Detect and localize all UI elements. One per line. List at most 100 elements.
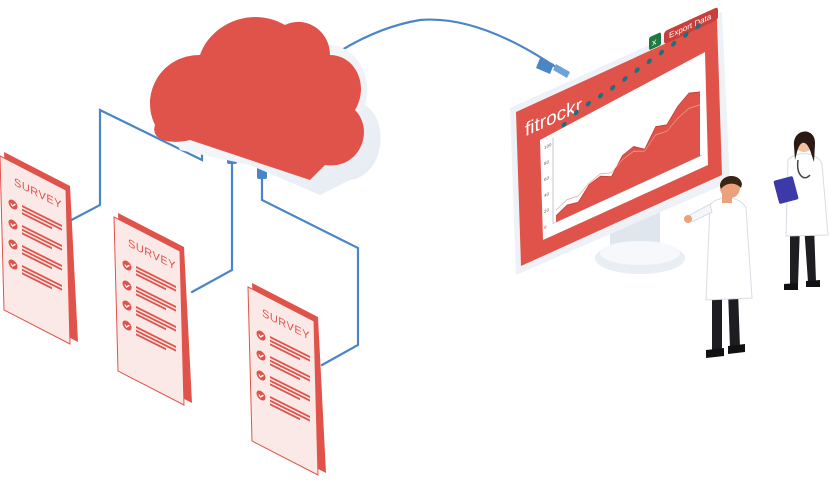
data-point — [597, 92, 604, 99]
survey-line — [22, 252, 52, 270]
survey-line — [22, 205, 62, 227]
survey-line — [270, 396, 310, 418]
survey-page — [113, 216, 185, 406]
data-point — [695, 23, 701, 29]
stand-base-top — [600, 241, 680, 265]
survey-line — [136, 313, 166, 331]
checkmark-glyph — [124, 284, 130, 288]
doctor-male-legs — [712, 290, 740, 352]
checkmark-glyph — [258, 374, 264, 378]
checkmark-icon — [256, 350, 266, 361]
survey-line — [136, 293, 166, 311]
survey-line — [270, 363, 300, 381]
survey-line — [22, 248, 62, 271]
checkmark-glyph — [10, 223, 16, 227]
survey-line — [22, 272, 52, 290]
checkmark-glyph — [258, 334, 264, 338]
series-line-1 — [555, 91, 701, 217]
survey-line — [136, 273, 166, 291]
y-tick-label: 80 — [544, 159, 549, 166]
y-tick-label: 60 — [544, 175, 549, 182]
excel-icon: x — [649, 32, 661, 50]
y-tick-label: 100 — [544, 142, 552, 150]
survey-line — [136, 326, 176, 348]
survey-line — [22, 208, 62, 231]
checkmark-icon — [256, 370, 266, 381]
survey-line — [22, 232, 52, 250]
survey-line — [270, 383, 300, 401]
checkmark-glyph — [10, 243, 16, 247]
survey-line — [136, 309, 176, 332]
survey-line — [136, 269, 176, 292]
chart-panel — [540, 52, 708, 240]
survey-document: SURVEY — [0, 152, 78, 345]
doctor-male-hand — [684, 215, 692, 223]
checkmark-glyph — [258, 394, 264, 398]
checkmark-glyph — [124, 304, 130, 308]
checkmark-glyph — [124, 264, 130, 268]
checkmark-icon — [8, 239, 18, 250]
data-point — [671, 40, 677, 47]
checkmark-icon — [122, 320, 132, 331]
checkmark-glyph — [124, 324, 130, 328]
cloud-icon — [150, 16, 381, 195]
survey-line — [22, 212, 52, 230]
doctor-male-coat — [705, 197, 753, 301]
doctor-female-legs — [790, 225, 816, 285]
excel-icon-bg — [649, 32, 661, 50]
connector-monitor — [536, 58, 554, 74]
survey-line — [270, 343, 300, 361]
export-data-box[interactable] — [664, 7, 718, 45]
survey-document: SURVEY — [113, 213, 192, 406]
excel-icon-glyph: x — [652, 36, 657, 49]
survey-line — [270, 379, 310, 402]
data-point — [573, 109, 579, 116]
survey-line — [136, 329, 176, 352]
checkmark-icon — [8, 219, 18, 230]
survey-line — [22, 245, 62, 267]
survey-page — [247, 286, 319, 476]
doctor-male-neck — [722, 193, 732, 203]
checkmark-glyph — [258, 354, 264, 358]
survey-page — [0, 155, 71, 345]
data-point — [622, 76, 628, 82]
survey-line — [270, 399, 310, 422]
cable-to-survey-3 — [260, 173, 360, 367]
checkmark-icon — [256, 390, 266, 401]
y-tick-label: 40 — [544, 191, 549, 198]
survey-document: SURVEY — [247, 283, 326, 476]
stethoscope-icon — [796, 159, 811, 179]
survey-line — [136, 266, 176, 288]
checkmark-icon — [8, 259, 18, 270]
survey-line — [136, 289, 176, 312]
checkmark-icon — [122, 280, 132, 291]
survey-line — [136, 286, 176, 308]
connector-monitor-plug — [553, 64, 570, 78]
survey-documents: SURVEY SURVEY SURVEY — [0, 152, 326, 476]
survey-line — [22, 268, 62, 291]
checkmark-icon — [122, 260, 132, 271]
y-tick-label: 0 — [544, 224, 547, 230]
survey-line — [270, 339, 310, 362]
data-point — [683, 32, 689, 38]
doctor-male — [684, 175, 753, 358]
survey-line — [22, 228, 62, 251]
cable-to-survey-2 — [190, 158, 234, 294]
checkmark-glyph — [10, 203, 16, 207]
checkmark-glyph — [10, 263, 16, 267]
data-point — [610, 84, 616, 91]
survey-line — [270, 336, 310, 358]
cloud-front — [150, 16, 364, 180]
series-area — [556, 91, 700, 223]
survey-line — [22, 265, 62, 287]
data-point — [634, 67, 640, 74]
data-point — [561, 121, 567, 128]
survey-line — [270, 359, 310, 382]
checkmark-icon — [8, 199, 18, 210]
data-point — [646, 58, 652, 65]
series-line-2 — [555, 104, 701, 211]
